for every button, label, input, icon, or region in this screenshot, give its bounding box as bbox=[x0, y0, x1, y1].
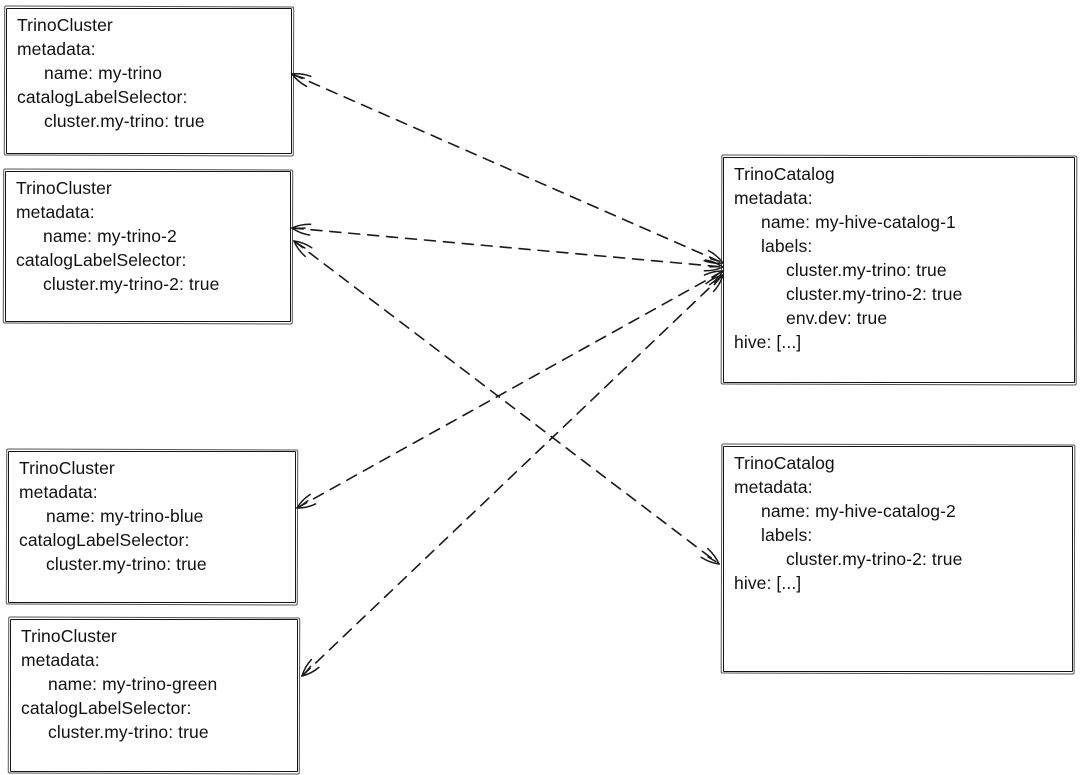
edge-trino-cluster-my-trino--trino-catalog-my-hive-catalog-1-arrowhead bbox=[703, 259, 724, 264]
edge-trino-cluster-my-trino-blue--trino-catalog-my-hive-catalog-1-arrowhead bbox=[299, 500, 309, 507]
edge-trino-cluster-my-trino-green--trino-catalog-my-hive-catalog-1-arrowhead bbox=[712, 274, 724, 293]
node-line: metadata: bbox=[19, 482, 98, 502]
node-line: cluster.my-trino: true bbox=[48, 722, 209, 742]
edge-trino-cluster-my-trino-green--trino-catalog-my-hive-catalog-1-arrowhead bbox=[301, 658, 313, 677]
node-line: labels: bbox=[761, 236, 813, 256]
node-line: catalogLabelSelector: bbox=[19, 530, 190, 550]
node-line: env.dev: true bbox=[786, 308, 888, 328]
edge-trino-cluster-my-trino--trino-catalog-my-hive-catalog-1-arrowhead bbox=[709, 258, 721, 263]
edge-trino-cluster-my-trino-blue--trino-catalog-my-hive-catalog-1-arrowhead bbox=[711, 272, 721, 279]
node-trino-cluster-my-trino-2: TrinoCluster metadata: name: my-trino-2 … bbox=[5, 171, 291, 322]
edge-trino-cluster-my-trino--trino-catalog-my-hive-catalog-1-arrowhead bbox=[707, 249, 724, 264]
node-trino-catalog-my-hive-catalog-1: TrinoCatalog metadata: name: my-hive-cat… bbox=[723, 157, 1075, 383]
edge-trino-cluster-my-trino-2--trino-catalog-my-hive-catalog-2-arrowhead bbox=[293, 240, 306, 258]
node-kind-label: TrinoCluster bbox=[17, 15, 113, 35]
node-line: name: my-hive-catalog-2 bbox=[761, 501, 956, 521]
node-line: hive: [...] bbox=[734, 332, 802, 352]
edge-trino-cluster-my-trino-blue--trino-catalog-my-hive-catalog-1-arrowhead bbox=[708, 270, 724, 286]
node-line: labels: bbox=[761, 525, 813, 545]
node-kind-label: TrinoCatalog bbox=[734, 453, 835, 473]
node-line: metadata: bbox=[16, 202, 95, 222]
node-kind-label: TrinoCluster bbox=[21, 626, 117, 646]
node-trino-cluster-my-trino-blue: TrinoCluster metadata: name: my-trino-bl… bbox=[8, 451, 296, 603]
node-line: cluster.my-trino-2: true bbox=[786, 549, 963, 569]
edge-trino-cluster-my-trino--trino-catalog-my-hive-catalog-1-arrowhead bbox=[294, 74, 306, 79]
edge-trino-cluster-my-trino-2--trino-catalog-my-hive-catalog-2-line bbox=[293, 240, 720, 565]
edge-trino-cluster-my-trino-2--trino-catalog-my-hive-catalog-1-arrowhead bbox=[703, 266, 724, 272]
edge-trino-cluster-my-trino-green--trino-catalog-my-hive-catalog-1-line bbox=[301, 274, 724, 677]
edge-trino-cluster-my-trino-2--trino-catalog-my-hive-catalog-2-arrowhead bbox=[293, 240, 313, 249]
node-kind-label: TrinoCatalog bbox=[734, 164, 835, 184]
edge-trino-cluster-my-trino-green--trino-catalog-my-hive-catalog-1-arrowhead bbox=[705, 274, 724, 285]
node-line: metadata: bbox=[734, 477, 813, 497]
node-line: name: my-trino bbox=[44, 63, 163, 83]
edge-trino-cluster-my-trino-2--trino-catalog-my-hive-catalog-2-arrowhead bbox=[700, 556, 720, 565]
node-line: cluster.my-trino: true bbox=[46, 554, 207, 574]
edge-trino-cluster-my-trino-2--trino-catalog-my-hive-catalog-1-arrowhead bbox=[704, 259, 724, 268]
node-line: metadata: bbox=[17, 39, 96, 59]
node-kind-label: TrinoCluster bbox=[16, 178, 112, 198]
edge-trino-cluster-my-trino-2--trino-catalog-my-hive-catalog-1-arrowhead bbox=[291, 223, 312, 229]
edge-trino-cluster-my-trino-2--trino-catalog-my-hive-catalog-2-arrowhead bbox=[296, 242, 306, 249]
edge-trino-cluster-my-trino-green--trino-catalog-my-hive-catalog-1-arrowhead bbox=[713, 277, 721, 286]
node-line: name: my-trino-blue bbox=[46, 506, 204, 526]
edge-trino-cluster-my-trino--trino-catalog-my-hive-catalog-1-arrowhead bbox=[291, 73, 308, 88]
node-trino-catalog-my-hive-catalog-2: TrinoCatalog metadata: name: my-hive-cat… bbox=[723, 446, 1073, 672]
edge-trino-cluster-my-trino-green--trino-catalog-my-hive-catalog-1-arrowhead bbox=[301, 666, 320, 677]
edge-trino-cluster-my-trino-blue--trino-catalog-my-hive-catalog-1-arrowhead bbox=[296, 503, 317, 509]
node-line: name: my-hive-catalog-1 bbox=[761, 212, 956, 232]
node-line: cluster.my-trino: true bbox=[786, 260, 947, 280]
node-line: metadata: bbox=[21, 650, 100, 670]
edge-trino-cluster-my-trino-2--trino-catalog-my-hive-catalog-2-arrowhead bbox=[707, 556, 717, 563]
node-line: metadata: bbox=[734, 188, 813, 208]
node-kind-label: TrinoCluster bbox=[19, 458, 115, 478]
edge-trino-cluster-my-trino--trino-catalog-my-hive-catalog-1-line bbox=[291, 73, 724, 264]
node-trino-cluster-my-trino: TrinoCluster metadata: name: my-trino ca… bbox=[6, 8, 292, 154]
edge-trino-cluster-my-trino-blue--trino-catalog-my-hive-catalog-1-arrowhead bbox=[296, 493, 312, 509]
node-line: catalogLabelSelector: bbox=[21, 698, 192, 718]
node-line: catalogLabelSelector: bbox=[17, 87, 188, 107]
node-line: name: my-trino-green bbox=[48, 674, 218, 694]
node-trino-cluster-my-trino-green: TrinoCluster metadata: name: my-trino-gr… bbox=[10, 619, 298, 772]
node-line: hive: [...] bbox=[734, 573, 802, 593]
edge-trino-cluster-my-trino-blue--trino-catalog-my-hive-catalog-1-arrowhead bbox=[703, 270, 724, 276]
edge-trino-cluster-my-trino--trino-catalog-my-hive-catalog-1-arrowhead bbox=[291, 73, 312, 78]
node-line: cluster.my-trino-2: true bbox=[43, 274, 220, 294]
edge-trino-cluster-my-trino-2--trino-catalog-my-hive-catalog-2-arrowhead bbox=[707, 547, 720, 565]
edge-trino-cluster-my-trino-2--trino-catalog-my-hive-catalog-1-arrowhead bbox=[291, 227, 311, 236]
node-line: cluster.my-trino-2: true bbox=[786, 284, 963, 304]
edge-trino-cluster-my-trino-blue--trino-catalog-my-hive-catalog-1-line bbox=[296, 270, 724, 509]
node-line: cluster.my-trino: true bbox=[44, 111, 205, 131]
edge-trino-cluster-my-trino-2--trino-catalog-my-hive-catalog-1-line bbox=[291, 227, 724, 268]
node-line: name: my-trino-2 bbox=[43, 226, 177, 246]
edge-trino-cluster-my-trino-green--trino-catalog-my-hive-catalog-1-arrowhead bbox=[304, 665, 312, 674]
node-line: catalogLabelSelector: bbox=[16, 250, 187, 270]
